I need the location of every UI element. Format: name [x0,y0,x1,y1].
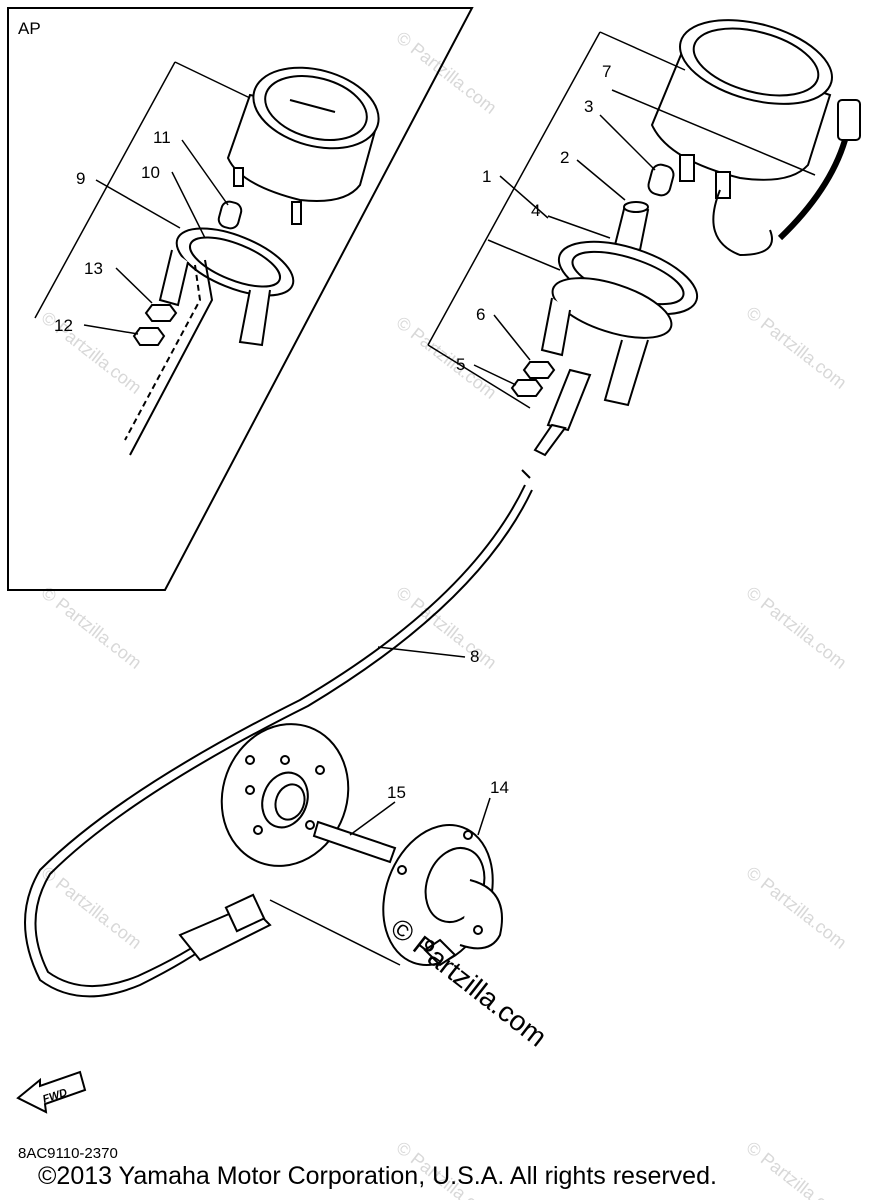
callout-9: 9 [76,169,85,188]
callout-1: 1 [482,167,491,186]
watermark-11: © Partzilla.com [743,1137,851,1200]
speedometer-cable [24,469,533,998]
ap-meter-assembly [124,66,380,456]
ap-inset-label: AP [18,19,41,38]
watermark-2: © Partzilla.com [743,302,851,392]
callout-7: 7 [602,62,611,81]
callout-14: 14 [490,778,509,797]
callout-15: 15 [387,783,406,802]
watermark-5: © Partzilla.com [38,582,146,672]
callout-10: 10 [141,163,160,182]
ap-leader-lines [34,61,251,335]
callout-6: 6 [476,305,485,324]
meter-assembly [510,19,861,457]
watermark-8: © Partzilla.com [38,862,146,952]
watermark-3: © Partzilla.com [393,312,501,402]
watermark-6: © Partzilla.com [393,582,501,672]
drive-gear-assembly [220,723,503,967]
gear-leader-lines [269,797,491,966]
callout-11: 11 [153,128,171,147]
diagram-code: 8AC9110-2370 [18,1145,118,1162]
watermark-group: © Partzilla.com © Partzilla.com © Partzi… [38,27,851,1200]
watermark-1: © Partzilla.com [393,27,501,117]
callout-13: 13 [84,259,103,278]
ap-inset-frame [7,7,474,591]
callout-3: 3 [584,97,593,116]
callout-5: 5 [456,355,465,374]
leader-8 [377,646,466,658]
watermark-9: © Partzilla.com [743,862,851,952]
copyright-notice: ©2013 Yamaha Motor Corporation, U.S.A. A… [38,1162,717,1190]
fwd-arrow-icon: FWD [16,1070,87,1114]
watermark-7: © Partzilla.com [743,582,851,672]
callout-4: 4 [531,201,540,220]
callout-12: 12 [54,316,73,335]
callout-8: 8 [470,647,479,666]
callout-2: 2 [560,148,569,167]
main-leader-lines [427,31,816,409]
